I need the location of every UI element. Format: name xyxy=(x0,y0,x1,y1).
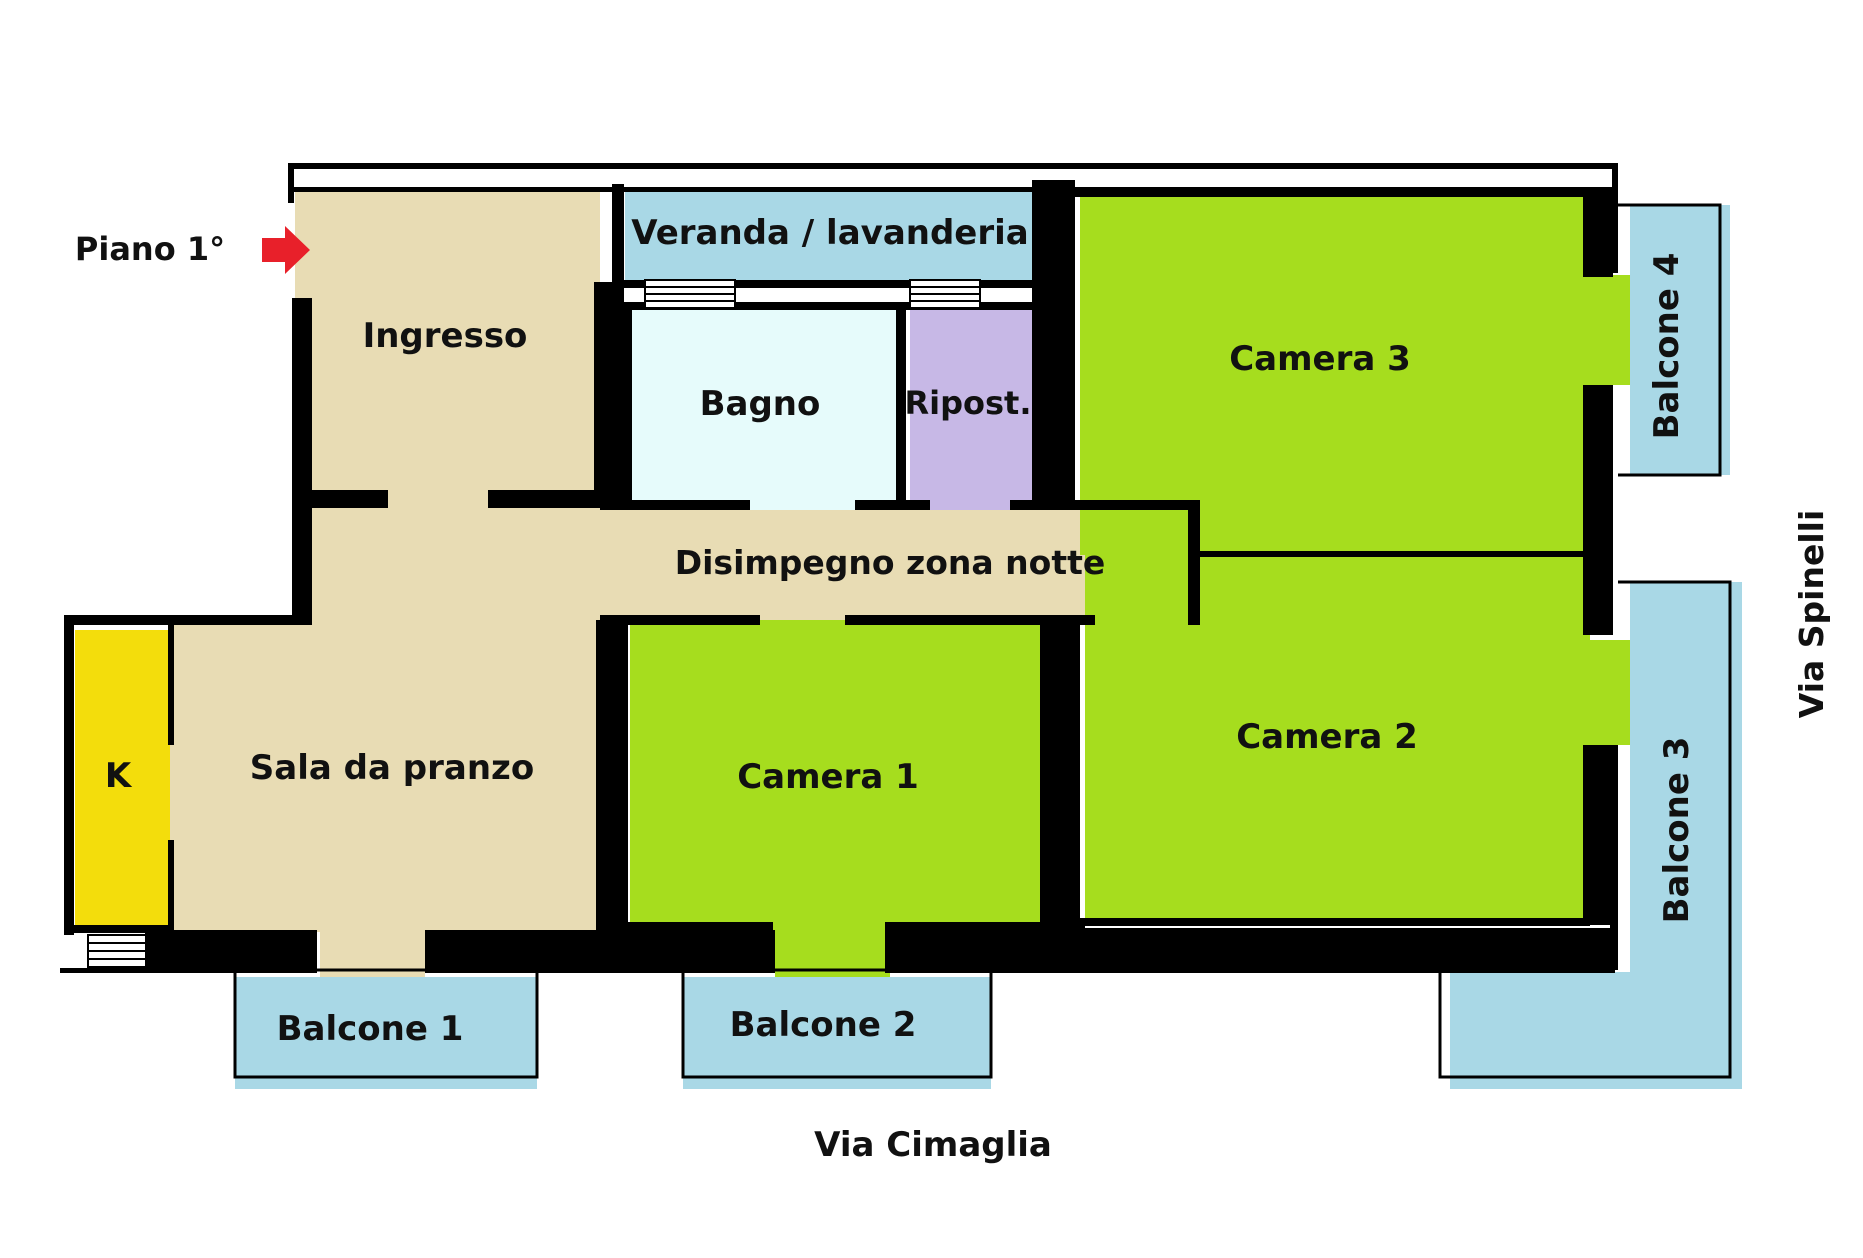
street-label-bottom: Via Cimaglia xyxy=(814,1125,1052,1165)
disimpegno-area[interactable] xyxy=(300,510,1200,620)
wall-disimpegno-right xyxy=(1188,500,1200,625)
wall-bagno-top xyxy=(624,302,1039,310)
arrow-right-icon xyxy=(262,226,310,274)
wall-ingresso-bottom-a xyxy=(312,490,388,508)
camera-3-area[interactable] xyxy=(1080,195,1590,555)
stair-steps-icon xyxy=(87,279,981,968)
wall-camera-divider xyxy=(1195,551,1590,557)
wall-right-lower xyxy=(1610,745,1618,970)
room-label-camera-3: Camera 3 xyxy=(1229,339,1411,379)
wall-bagno-bottom-b xyxy=(855,500,930,510)
labels: Piano 1° Ingresso Veranda / lavanderia B… xyxy=(75,213,1831,1165)
wall-bottom-corridor-a xyxy=(425,930,775,970)
sala-area[interactable] xyxy=(170,620,600,932)
wall-bagno-bottom-c xyxy=(1010,500,1200,510)
room-label-camera-2: Camera 2 xyxy=(1236,717,1418,757)
balcone-1-outline xyxy=(233,968,539,1079)
wall-bottom-outer xyxy=(885,965,1615,973)
wall-camera1-bottom-a xyxy=(598,922,773,932)
wall-ingresso-bottom-b xyxy=(488,490,603,508)
balcone-3-area[interactable] xyxy=(1450,582,1742,1089)
wall-camera1-right xyxy=(1040,620,1080,925)
wall-bottom-corridor-b xyxy=(885,928,1615,968)
camera-1-area[interactable] xyxy=(630,620,1050,930)
wall-ingresso-right xyxy=(594,282,624,502)
wall-disimpegno-bottom-b xyxy=(845,615,1095,625)
room-label-ingresso: Ingresso xyxy=(363,316,528,356)
bagno-area[interactable] xyxy=(630,310,905,510)
wall-camera3-right-mid xyxy=(1583,385,1613,635)
wall-camera3-right-top xyxy=(1583,187,1613,277)
room-label-disimpegno: Disimpegno zona notte xyxy=(675,543,1106,582)
camera-1-passage-area xyxy=(775,925,890,977)
wall-left-ingresso xyxy=(292,298,312,620)
wall-camera2-bottom xyxy=(1075,918,1590,926)
balcony-outlines xyxy=(233,203,1732,1079)
wall-sala-bottom-outer xyxy=(145,965,317,973)
wall-kitchen-top xyxy=(64,615,312,625)
wall-camera3-left xyxy=(1040,180,1075,510)
wall-camera1-bottom-b xyxy=(885,922,1085,932)
wall-kitchen-right-b xyxy=(168,840,174,930)
wall-veranda-bottom xyxy=(612,280,1042,288)
wall-camera2-right-bottom xyxy=(1583,745,1613,925)
balcony-label-4: Balcone 4 xyxy=(1647,253,1687,440)
room-label-ripostiglio: Ripost. xyxy=(905,384,1032,422)
wall-veranda-left xyxy=(612,184,624,282)
balcone-4-area[interactable] xyxy=(1630,205,1730,475)
wall-sala-right xyxy=(596,620,602,930)
room-fills xyxy=(75,187,1742,1089)
wall-bagno-bottom-a xyxy=(600,500,750,510)
room-label-veranda: Veranda / lavanderia xyxy=(631,213,1028,253)
ingresso-area[interactable] xyxy=(295,192,600,512)
balcone-4-outline xyxy=(1618,203,1722,477)
wall-kitchen-left xyxy=(64,615,74,935)
wall-ripost-right xyxy=(1032,180,1042,510)
wall-sala-bottom-a xyxy=(145,930,317,970)
balcone-2-area[interactable] xyxy=(683,977,991,1089)
room-label-bagno: Bagno xyxy=(700,384,821,424)
wall-stair-base xyxy=(60,968,150,973)
camera-3-door-area xyxy=(1585,275,1630,385)
wall-bottom-outer-a xyxy=(425,965,775,973)
balcony-label-1: Balcone 1 xyxy=(277,1009,464,1049)
wall-top-outer xyxy=(288,163,1618,169)
room-label-cucina: K xyxy=(105,756,133,796)
balcony-label-2: Balcone 2 xyxy=(730,1005,917,1045)
veranda-area[interactable] xyxy=(625,187,1042,280)
camera-2-door-area xyxy=(1585,640,1630,745)
balcony-label-3: Balcone 3 xyxy=(1657,737,1697,924)
wall-bagno-ripost xyxy=(896,302,906,510)
wall-disimpegno-bottom-c xyxy=(1188,615,1200,625)
balcone-1-area[interactable] xyxy=(235,977,537,1089)
wall-kitchen-right-a xyxy=(168,625,174,745)
room-label-sala: Sala da pranzo xyxy=(250,748,534,788)
wall-top-inner xyxy=(288,187,1618,192)
ripostiglio-area[interactable] xyxy=(910,310,1035,510)
wall-left-stub xyxy=(288,163,294,203)
wall-bagno-left xyxy=(624,302,632,510)
camera-2-area[interactable] xyxy=(1085,555,1590,925)
wall-right-outer xyxy=(1612,163,1618,273)
balcone-2-outline xyxy=(681,968,993,1079)
wall-disimpegno-bottom-a xyxy=(600,615,760,625)
walls xyxy=(60,163,1618,973)
street-label-right: Via Spinelli xyxy=(1792,510,1831,719)
cucina-area[interactable] xyxy=(75,630,170,930)
wall-kitchen-bottom xyxy=(64,925,174,933)
wall-camera1-left xyxy=(598,620,628,925)
balcone-3-outline xyxy=(1438,580,1732,1079)
wall-camera3-top xyxy=(1075,187,1585,197)
floor-label: Piano 1° xyxy=(75,230,225,268)
room-label-camera-1: Camera 1 xyxy=(737,757,919,797)
